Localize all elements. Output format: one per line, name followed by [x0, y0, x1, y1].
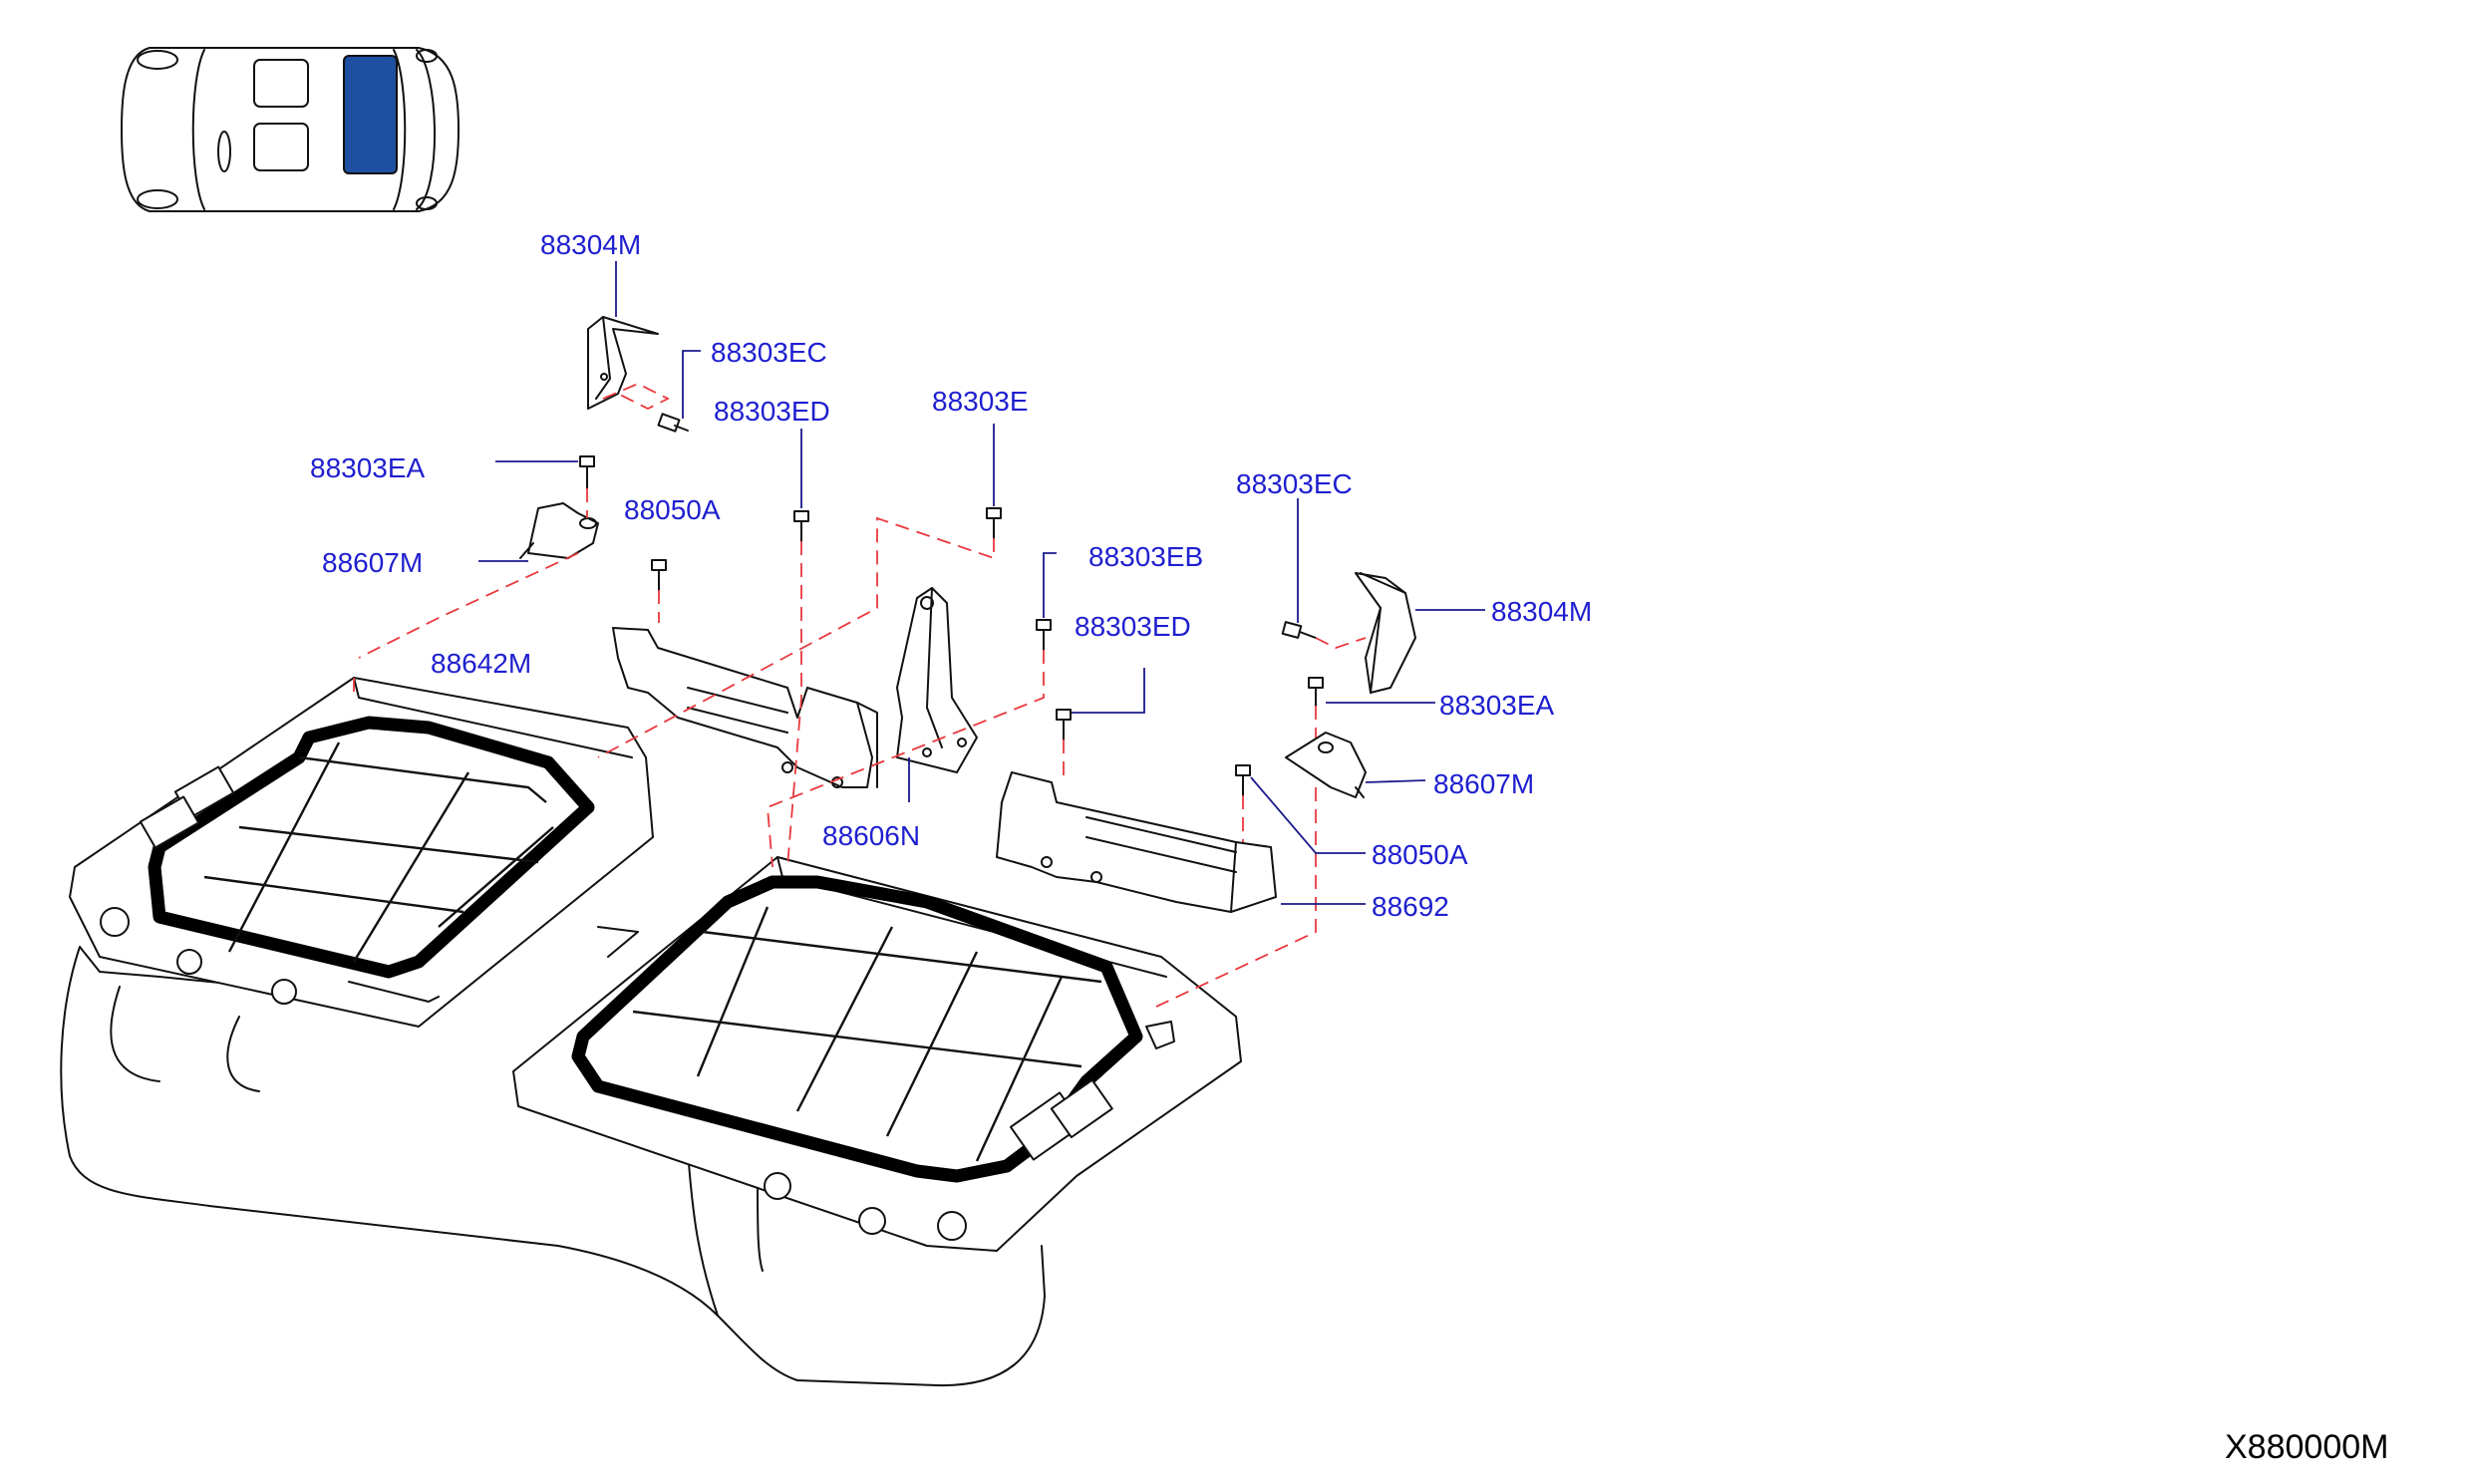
left-hinge-bracket: [587, 316, 689, 433]
leader-lines: [478, 261, 1485, 905]
bolt-88303ed-right: [1056, 709, 1072, 741]
part-label-88050a-left[interactable]: 88050A: [624, 494, 721, 525]
part-label-88607m-left[interactable]: 88607M: [322, 547, 424, 578]
part-label-88050a-right[interactable]: 88050A: [1372, 839, 1468, 870]
part-label-88303ed-right[interactable]: 88303ED: [1075, 611, 1191, 642]
highlighted-rear-seat: [343, 55, 398, 174]
bolt-88303ec-right: [1281, 621, 1317, 639]
bolt-88050a-left: [651, 559, 667, 591]
right-seat-frame: [512, 856, 1242, 1252]
car-top-view-icon: [121, 47, 460, 212]
part-label-88642m[interactable]: 88642M: [431, 648, 532, 679]
bracket-88692: [996, 771, 1277, 913]
part-label-88303ec-right[interactable]: 88303EC: [1236, 468, 1353, 499]
right-hinge-bracket: [1355, 572, 1416, 694]
phantom-lines: [353, 383, 1367, 1008]
bolt-88303e: [986, 507, 1002, 539]
part-label-88303ea-left[interactable]: 88303EA: [310, 452, 426, 483]
part-label-88303ec-left[interactable]: 88303EC: [711, 337, 827, 368]
bolt-88303ea-right: [1308, 677, 1324, 707]
part-label-88303eb[interactable]: 88303EB: [1088, 541, 1204, 572]
drawing-code: X880000M: [2225, 1428, 2389, 1466]
bolt-88303ea-left: [579, 455, 595, 489]
right-pivot-bracket: [1285, 732, 1367, 798]
bolt-88050a-right: [1235, 764, 1251, 796]
part-label-88304m-right[interactable]: 88304M: [1491, 596, 1593, 627]
bracket-88642m: [612, 627, 878, 788]
part-label-88304m-left[interactable]: 88304M: [540, 229, 642, 260]
left-seat-frame: [69, 677, 654, 1028]
part-label-88303ea-right[interactable]: 88303EA: [1439, 690, 1555, 721]
part-label-88607m-right[interactable]: 88607M: [1433, 768, 1535, 799]
bolt-88303ed-left: [793, 510, 809, 542]
part-label-88606n[interactable]: 88606N: [822, 820, 921, 851]
bracket-88606n: [896, 587, 978, 773]
part-label-88303e[interactable]: 88303E: [932, 386, 1029, 417]
part-label-88303ed-left[interactable]: 88303ED: [714, 396, 830, 427]
part-label-88692[interactable]: 88692: [1372, 891, 1449, 922]
bolt-88303eb: [1036, 619, 1052, 651]
